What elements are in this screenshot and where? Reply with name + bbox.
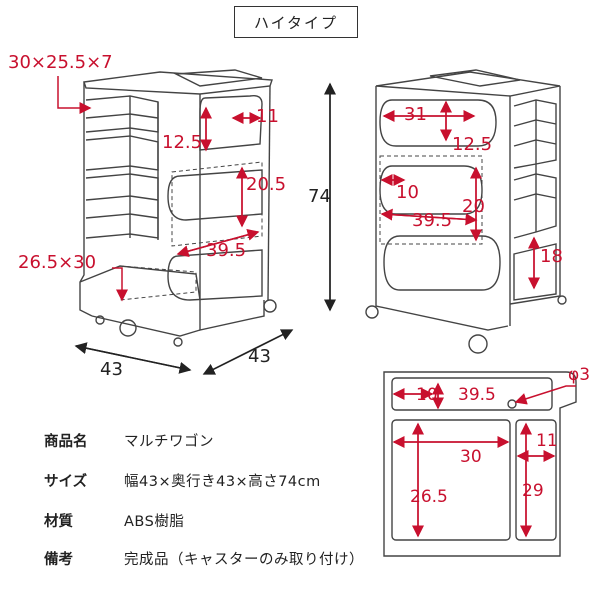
dim-back-top-w: 31 [404,104,427,125]
dim-top-tray: 30×25.5×7 [8,52,113,73]
dim-pocket-h: 12.5 [162,132,202,153]
dim-back-mid-w: 39.5 [412,210,452,231]
dim-bottom-tray: 26.5×30 [18,252,96,273]
dim-side-pocket-w: 11 [256,106,279,127]
dim-top-view-265: 26.5 [410,487,448,507]
dim-drawer-w: 39.5 [206,240,246,261]
top-view-drawing [383,371,577,557]
dim-drawer-h: 20.5 [246,174,286,195]
dim-back-side-h: 18 [540,246,563,267]
dim-width: 43 [100,359,123,380]
dim-top-view-10: 10 [416,385,438,405]
dim-back-mid-h: 20 [462,196,485,217]
spec-key: 備考 [44,552,73,568]
back-hidden-lines [379,155,483,245]
front-hidden-lines [119,161,263,301]
dim-back-top-h: 12.5 [452,134,492,155]
spec-value: マルチワゴン [124,434,214,450]
spec-key: サイズ [44,474,88,490]
front-dimension-lines [57,76,262,302]
dim-depth: 43 [248,346,271,367]
dim-top-view-11: 11 [536,431,558,451]
front-dimension-black [74,82,336,375]
dim-height: 74 [308,186,331,207]
dim-top-view-phi: φ3 [568,365,590,385]
spec-key: 商品名 [44,434,88,450]
top-view-dimension-lines [392,382,576,538]
dim-top-view-29: 29 [522,481,544,501]
spec-value: 完成品（キャスターのみ取り付け） [124,552,364,568]
type-title: ハイタイプ [234,6,358,38]
spec-value: 幅43×奥行き43×高さ74cm [124,474,321,490]
dim-back-mid-left: 10 [396,182,419,203]
spec-value: ABS樹脂 [124,514,185,530]
dim-top-view-30: 30 [460,447,482,467]
back-wagon-drawing [365,69,567,354]
back-dimension-lines [380,100,540,290]
front-wagon-drawing [79,69,277,347]
dim-top-view-395: 39.5 [458,385,496,405]
spec-key: 材質 [44,514,73,530]
